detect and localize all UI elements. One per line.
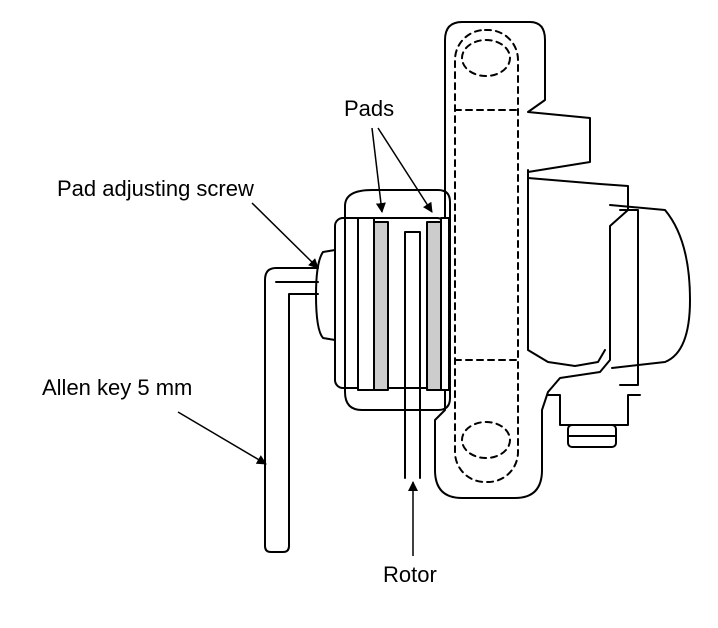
pad-adjusting-screw: [315, 249, 336, 341]
left-pad-backing: [357, 217, 375, 391]
banjo-fitting: [547, 394, 641, 426]
right-pad-backing: [440, 217, 450, 391]
piston-housing: [609, 204, 691, 369]
rotor-label: Rotor: [383, 562, 437, 587]
bracket-inner-outline: [527, 169, 606, 367]
lower-mount-hole: [461, 421, 511, 459]
pads-arrow-left: [371, 127, 386, 213]
pad-adjusting-screw-label: Pad adjusting screw: [57, 176, 254, 201]
piston-cap: [619, 209, 639, 386]
left-pad: [373, 221, 389, 391]
caliper-body: [344, 189, 451, 411]
hidden-mount-slot: [454, 29, 519, 483]
mounting-bracket: [434, 21, 629, 499]
right-pad: [426, 221, 442, 391]
allen-key: [264, 267, 319, 553]
allen-key-arrow: [177, 411, 267, 465]
screw-arrow: [251, 202, 319, 269]
allen-key-label: Allen key 5 mm: [42, 375, 193, 400]
pads-label: Pads: [344, 96, 395, 121]
upper-mount-hole: [461, 39, 511, 77]
rotor: [404, 231, 421, 479]
pads-arrow-right: [377, 127, 433, 213]
